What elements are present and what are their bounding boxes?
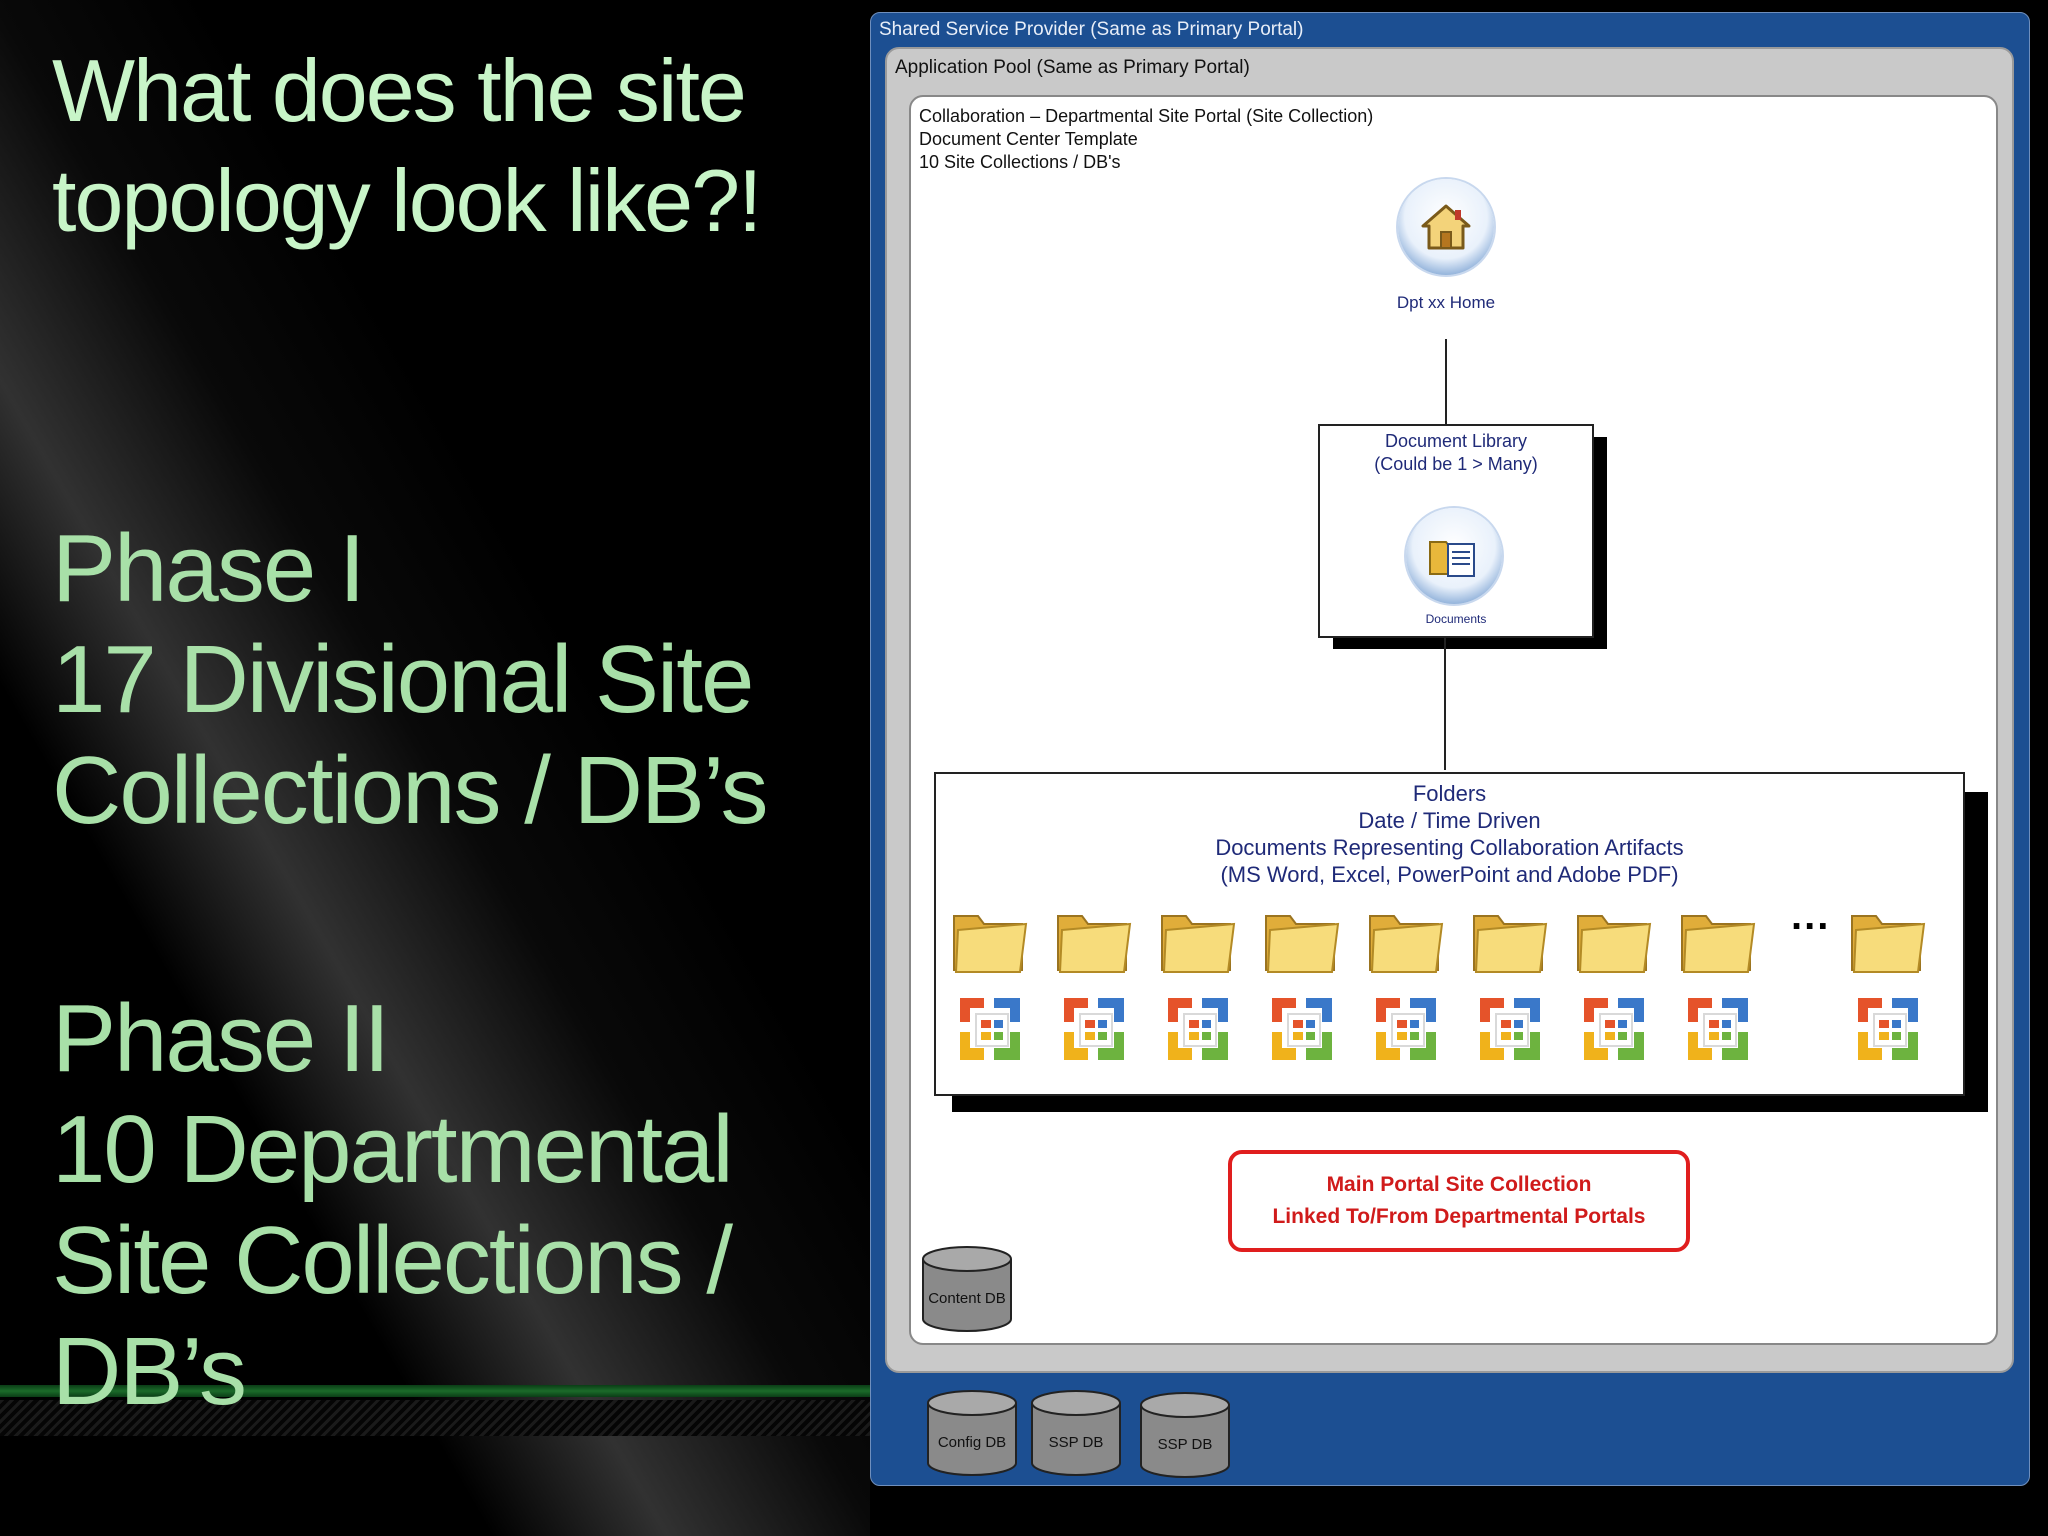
doc-library-title: Document Library (Could be 1 > Many) (1320, 430, 1592, 476)
ssp-label: Shared Service Provider (Same as Primary… (879, 19, 1304, 40)
connector-line (1444, 636, 1446, 770)
shared-service-provider-box: Shared Service Provider (Same as Primary… (870, 12, 2030, 1486)
application-pool-box: Application Pool (Same as Primary Portal… (885, 47, 2014, 1373)
folder-icon (1848, 902, 1928, 978)
database-icon (922, 1246, 1012, 1332)
office-logo-icon (1578, 992, 1654, 1068)
config-db: Config DB (926, 1389, 1018, 1477)
phase-2-line: 10 Departmental (52, 1096, 734, 1203)
ssp-db-2-label: SSP DB (1157, 1436, 1213, 1453)
phase-1-line: 17 Divisional Site (52, 626, 754, 733)
phase-2-text: Phase II 10 Departmental Site Collection… (52, 983, 852, 1427)
office-logo-icon (1682, 992, 1758, 1068)
app-pool-label: Application Pool (Same as Primary Portal… (895, 57, 1250, 78)
office-logo-icon (1474, 992, 1550, 1068)
folder-icon (950, 902, 1030, 978)
connector-line (1445, 339, 1447, 429)
background-green-band (0, 1385, 870, 1397)
phase-2-line: Phase II (52, 985, 390, 1092)
content-db: Content DB (921, 1245, 1013, 1333)
main-portal-line: Main Portal Site Collection (1326, 1173, 1592, 1196)
phase-1-line: Phase I (52, 515, 366, 622)
collaboration-site-box: Collaboration – Departmental Site Portal… (909, 95, 1998, 1345)
config-db-label: Config DB (937, 1434, 1007, 1451)
folder-icon (1262, 902, 1342, 978)
doc-library-line: (Could be 1 > Many) (1374, 454, 1538, 474)
database-icon (927, 1390, 1017, 1476)
slide-title: What does the site topology look like?! (52, 36, 832, 256)
folders-line: (MS Word, Excel, PowerPoint and Adobe PD… (1220, 862, 1679, 887)
doc-library-line: Document Library (1384, 431, 1528, 451)
folders-line: Date / Time Driven (1358, 808, 1541, 833)
database-icon (1031, 1390, 1121, 1476)
folders-description: Folders Date / Time Driven Documents Rep… (936, 780, 1963, 888)
documents-folder-icon (1406, 508, 1502, 604)
background-sheen (0, 0, 870, 1536)
title-line: topology look like?! (52, 151, 762, 250)
background-stripes (0, 1400, 870, 1436)
office-logo-icon (1058, 992, 1134, 1068)
ssp-db-label: SSP DB (1048, 1434, 1104, 1451)
folder-icon (1470, 902, 1550, 978)
phase-1-line: Collections / DB’s (52, 737, 769, 844)
collab-line: Document Center Template (919, 129, 1138, 149)
office-logo-icon (1370, 992, 1446, 1068)
home-icon (1398, 179, 1494, 275)
database-icon (1140, 1392, 1230, 1478)
folders-line: Folders (1412, 781, 1487, 806)
ellipsis: ... (1791, 894, 1831, 938)
office-logo-icon (1266, 992, 1342, 1068)
main-portal-line: Linked To/From Departmental Portals (1272, 1205, 1646, 1228)
ssp-db: SSP DB (1030, 1389, 1122, 1477)
ssp-db-2: SSP DB (1139, 1391, 1231, 1479)
phase-2-line: Site Collections / (52, 1207, 733, 1314)
folder-icon (1678, 902, 1758, 978)
documents-label: Documents (1425, 612, 1487, 626)
folders-box: Folders Date / Time Driven Documents Rep… (934, 772, 1965, 1096)
title-line: What does the site (52, 41, 747, 140)
folder-icon (1366, 902, 1446, 978)
folder-icon (1574, 902, 1654, 978)
folders-line: Documents Representing Collaboration Art… (1215, 835, 1684, 860)
office-logo-icon (1852, 992, 1928, 1068)
main-portal-box: Main Portal Site Collection Linked To/Fr… (1228, 1150, 1690, 1252)
collab-line: Collaboration – Departmental Site Portal… (919, 106, 1374, 126)
document-library-box: Document Library (Could be 1 > Many) Doc… (1318, 424, 1594, 638)
office-logo-icon (1162, 992, 1238, 1068)
collab-line: 10 Site Collections / DB's (919, 152, 1121, 172)
office-logo-icon (954, 992, 1030, 1068)
folder-icon (1054, 902, 1134, 978)
folder-icon (1158, 902, 1238, 978)
home-label: Dpt xx Home (1396, 293, 1496, 312)
collaboration-description: Collaboration – Departmental Site Portal… (919, 105, 1373, 174)
phase-2-line: DB’s (52, 1318, 247, 1425)
phase-1-text: Phase I 17 Divisional Site Collections /… (52, 513, 852, 846)
content-db-label: Content DB (928, 1290, 1006, 1307)
